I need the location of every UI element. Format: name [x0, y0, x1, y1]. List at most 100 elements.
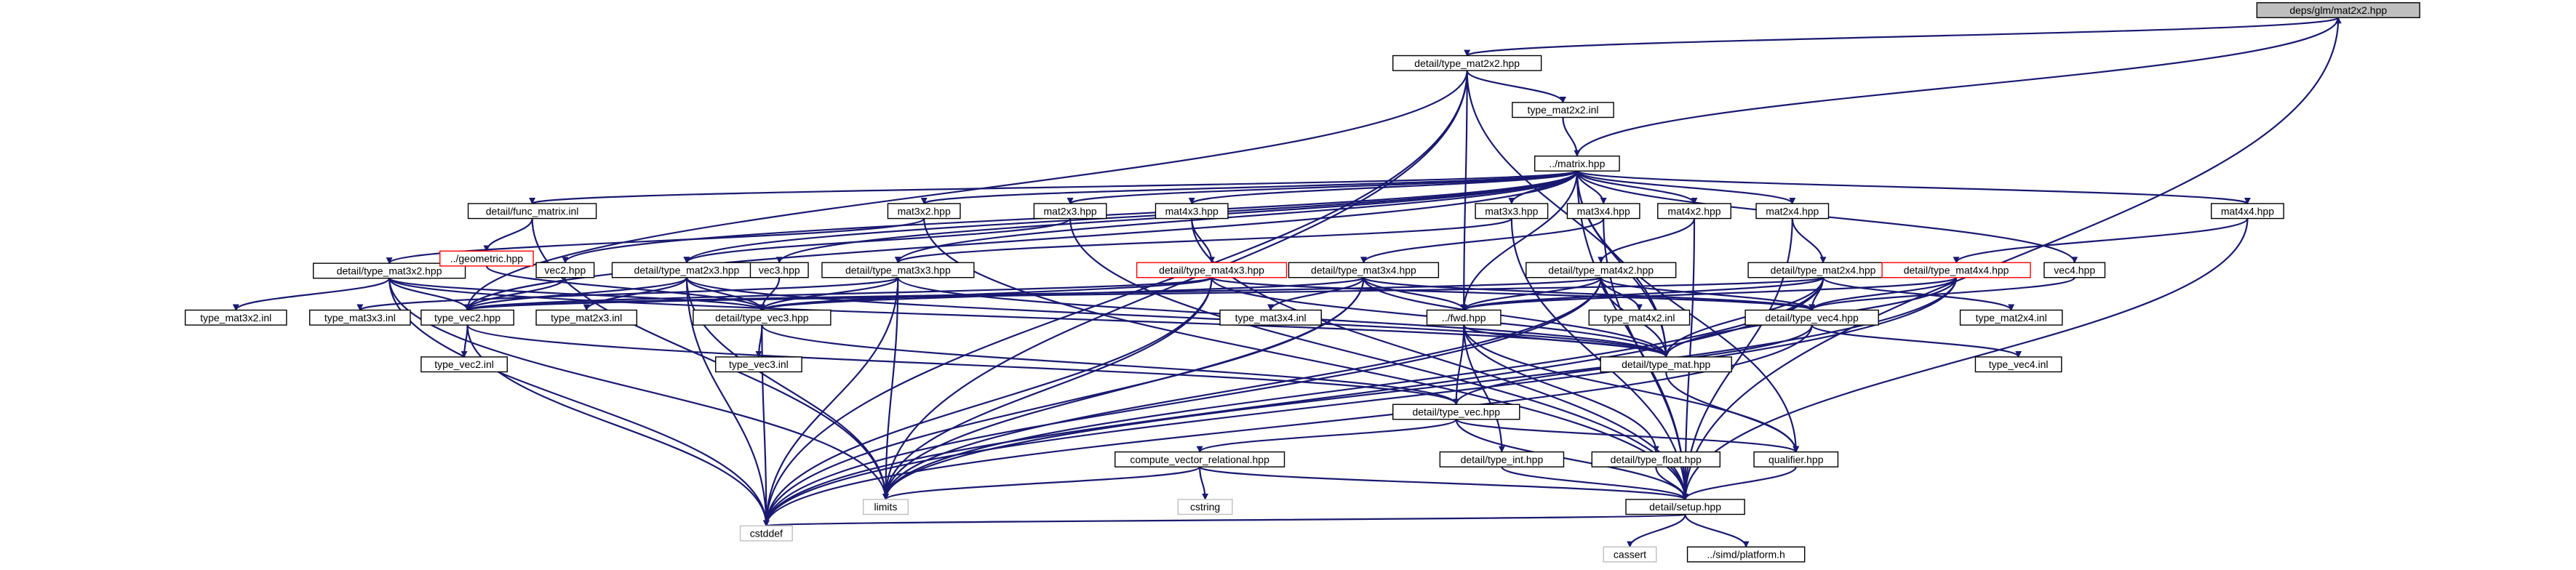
node-root[interactable]: deps/glm/mat2x2.hpp [2256, 2, 2420, 18]
node-tm2x4[interactable]: detail/type_mat2x4.hpp [1747, 262, 1899, 278]
edge-cvr-to-setup [1199, 466, 1688, 500]
node-limits: limits [862, 499, 909, 515]
edge-tm4x4-to-tvec4 [1809, 277, 1958, 311]
edge-matrix-to-tm2x3 [683, 170, 1578, 264]
edges-layer [232, 17, 2342, 548]
node-tm3x3inl[interactable]: type_mat3x3.inl [309, 309, 411, 326]
node-tm2x4inl[interactable]: type_mat2x4.inl [1959, 309, 2063, 326]
node-tm3x3[interactable]: detail/type_mat3x3.hpp [821, 262, 975, 278]
edge-m4x4-to-tm4x4 [1953, 217, 2249, 264]
edge-tm4x2-to-fwd [1460, 277, 1602, 311]
edge-tm4x4-to-limits [882, 277, 1958, 500]
node-box-tm3x2inl [184, 309, 287, 326]
node-box-matrix [1534, 155, 1620, 172]
node-tm2x2[interactable]: detail/type_mat2x2.hpp [1392, 55, 1542, 71]
edge-m4x4-to-setup [1682, 218, 2249, 500]
edge-tmat-to-qualifier [1665, 372, 1800, 453]
node-label-m3x4: mat3x4.hpp [1577, 205, 1630, 217]
node-m2x4[interactable]: mat2x4.hpp [1755, 203, 1830, 220]
node-tm2x3[interactable]: detail/type_mat2x3.hpp [611, 262, 762, 278]
edge-m2x3-to-setup [1069, 218, 1689, 500]
node-box-tm4x2 [1526, 262, 1677, 278]
node-label-tvec4inl: type_vec4.inl [1989, 358, 2049, 370]
node-m3x4[interactable]: mat3x4.hpp [1566, 203, 1640, 220]
node-box-tm3x3inl [309, 309, 411, 326]
node-tvec3inl[interactable]: type_vec3.inl [715, 356, 802, 373]
node-vec4[interactable]: vec4.hpp [2043, 262, 2106, 278]
node-cvr[interactable]: compute_vector_relational.hpp [1114, 451, 1285, 467]
node-label-tm4x3: detail/type_mat4x3.hpp [1159, 264, 1264, 276]
nodes-layer: deps/glm/mat2x2.hpp detail/type_mat2x2.hp… [184, 2, 2420, 563]
node-tmat[interactable]: detail/type_mat.hpp [1600, 356, 1732, 373]
node-box-tm3x4inl [1219, 309, 1322, 326]
node-tint[interactable]: detail/type_int.hpp [1439, 451, 1565, 467]
node-setup[interactable]: detail/setup.hpp [1625, 499, 1745, 515]
node-box-tint [1439, 451, 1565, 467]
node-label-limits: limits [874, 501, 898, 513]
node-box-tm3x3 [821, 262, 975, 278]
node-tm4x4[interactable]: detail/type_mat4x4.hpp [1881, 262, 2031, 278]
node-tm3x4inl[interactable]: type_mat3x4.inl [1219, 309, 1322, 326]
node-box-tvec [1392, 404, 1520, 420]
edge-m3x4-to-tm3x4 [1360, 218, 1605, 264]
node-vec3[interactable]: vec3.hpp [749, 262, 809, 278]
node-box-tvec3inl [715, 356, 802, 373]
node-m2x3[interactable]: mat2x3.hpp [1033, 203, 1107, 220]
node-tvec4inl[interactable]: type_vec4.inl [1974, 356, 2062, 373]
node-vec2[interactable]: vec2.hpp [535, 262, 595, 278]
node-box-tm2x2inl [1512, 102, 1614, 119]
node-label-tm2x4inl: type_mat2x4.inl [1976, 312, 2047, 324]
edge-tint-to-setup [1501, 466, 1688, 500]
node-box-m3x3 [1475, 203, 1549, 220]
edge-tm3x3-to-cstddef [762, 277, 899, 527]
node-m4x2[interactable]: mat4x2.hpp [1657, 203, 1731, 220]
edge-m3x3-to-tm3x3 [895, 217, 1512, 264]
node-platform[interactable]: ../simd/platform.h [1686, 546, 1806, 563]
node-tm3x4[interactable]: detail/type_mat3x4.hpp [1288, 262, 1440, 278]
node-tvec3[interactable]: detail/type_vec3.hpp [693, 309, 832, 326]
node-m4x4[interactable]: mat4x4.hpp [2210, 203, 2284, 220]
node-label-cstring: cstring [1190, 501, 1220, 513]
node-matrix[interactable]: ../matrix.hpp [1534, 155, 1620, 172]
edge-tm4x2-to-cstddef [762, 277, 1602, 527]
node-tvec[interactable]: detail/type_vec.hpp [1392, 404, 1520, 420]
node-label-fwd: ../fwd.hpp [1442, 312, 1486, 324]
edge-vec4-to-tvec4 [1809, 276, 2075, 311]
node-m3x2[interactable]: mat3x2.hpp [887, 203, 961, 220]
node-qualifier[interactable]: qualifier.hpp [1753, 451, 1839, 467]
node-box-tvec3 [693, 309, 832, 326]
node-label-tmat: detail/type_mat.hpp [1622, 358, 1710, 370]
node-tvec2[interactable]: type_vec2.hpp [420, 309, 514, 326]
node-box-vec4 [2043, 262, 2106, 278]
node-tvec2inl[interactable]: type_vec2.inl [420, 356, 508, 373]
node-tm4x2inl[interactable]: type_mat4x2.inl [1588, 309, 1691, 326]
node-m3x3[interactable]: mat3x3.hpp [1475, 203, 1549, 220]
edge-m3x2-to-tm3x2 [386, 217, 925, 265]
node-tfloat[interactable]: detail/type_float.hpp [1591, 451, 1721, 467]
edge-tm2x3-to-tvec2 [464, 276, 688, 311]
node-box-tvec4inl [1974, 356, 2062, 373]
node-tm3x2inl[interactable]: type_mat3x2.inl [184, 309, 287, 326]
node-box-tm2x2 [1392, 55, 1542, 71]
node-fwd[interactable]: ../fwd.hpp [1426, 309, 1502, 326]
node-box-tm4x2inl [1588, 309, 1691, 326]
node-label-cvr: compute_vector_relational.hpp [1130, 454, 1269, 465]
node-label-vec4: vec4.hpp [2054, 264, 2095, 276]
node-m4x3[interactable]: mat4x3.hpp [1155, 203, 1229, 220]
node-box-tfloat [1591, 451, 1721, 467]
node-tm4x2[interactable]: detail/type_mat4x2.hpp [1526, 262, 1677, 278]
node-box-tm2x4inl [1959, 309, 2063, 326]
node-tm2x3inl[interactable]: type_mat2x3.inl [535, 309, 638, 326]
edge-m2x3-to-tm2x3 [683, 217, 1072, 264]
node-tm4x3[interactable]: detail/type_mat4x3.hpp [1136, 262, 1288, 278]
node-funcmat[interactable]: detail/func_matrix.inl [467, 203, 597, 220]
edge-matrix-to-tvec2 [464, 171, 1578, 311]
node-tvec4[interactable]: detail/type_vec4.hpp [1744, 309, 1879, 326]
node-tm2x2inl[interactable]: type_mat2x2.inl [1512, 102, 1614, 119]
node-geometric[interactable]: ../geometric.hpp [439, 250, 534, 267]
node-tm3x2[interactable]: detail/type_mat3x2.hpp [312, 262, 466, 279]
edge-cvr-to-cstring [1199, 467, 1209, 500]
node-box-cstddef [739, 525, 793, 542]
edge-tvec4-to-cstddef [762, 325, 1813, 527]
node-box-platform [1686, 546, 1806, 563]
